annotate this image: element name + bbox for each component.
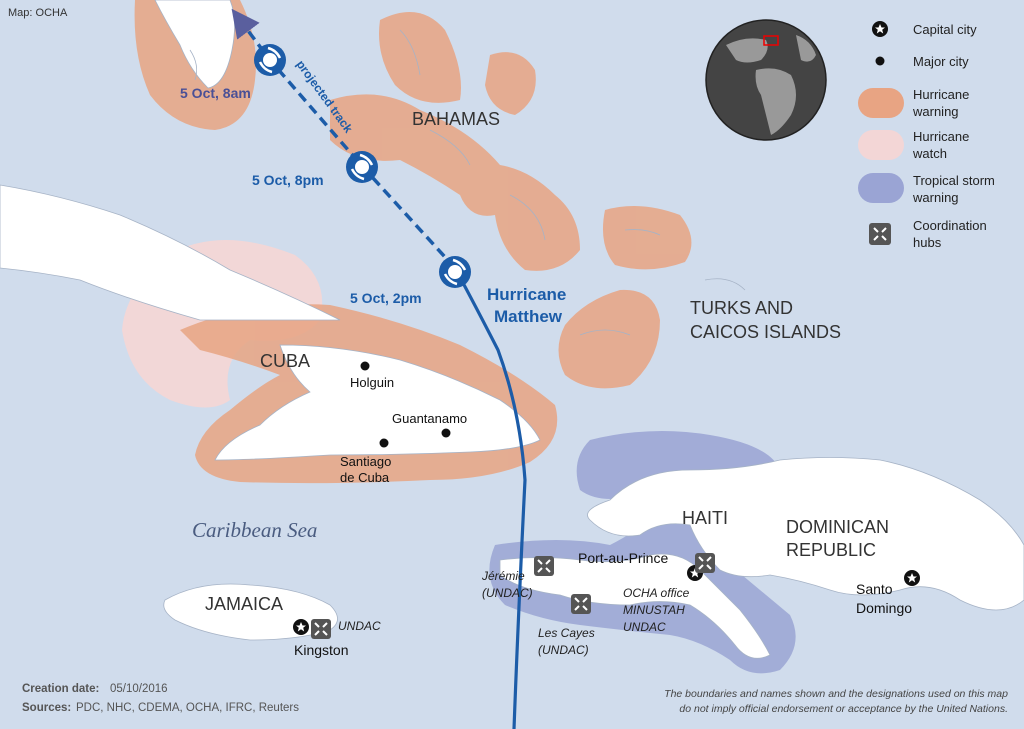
land-haiti-south: [499, 553, 771, 659]
city-santo-domingo-line2: Domingo: [856, 600, 912, 616]
hub-jeremie-line1: Jérémie: [481, 569, 525, 583]
legend-watch-swatch: [858, 130, 904, 160]
legend-hub-icon: [869, 223, 891, 245]
cities: Holguin Guantanamo Santiago de Cuba Port…: [293, 361, 920, 658]
hub-ocha-line1: OCHA office: [623, 586, 690, 600]
island-bahamas-2: [429, 129, 471, 166]
hub-icon-port-au-prince: [695, 553, 715, 573]
hurricane-track: [231, 8, 527, 729]
sources-label: Sources:: [22, 702, 71, 714]
island-bahamas-3: [509, 194, 546, 241]
legend-warning-swatch: [858, 88, 904, 118]
hub-icon-les-cayes: [571, 594, 591, 614]
hurricane-name-line1: Hurricane: [487, 285, 566, 304]
city-holguin: Holguin: [350, 375, 394, 390]
island-caicos: [579, 329, 631, 336]
legend-major-label: Major city: [913, 54, 969, 69]
city-kingston: Kingston: [294, 642, 348, 658]
hurricane-name-line2: Matthew: [494, 307, 563, 326]
hub-ocha-line2: MINUSTAH: [623, 603, 685, 617]
legend-hubs-line1: Coordination: [913, 218, 987, 233]
hurricane-icon-2pm: [439, 256, 471, 288]
hurricane-icon-8am: [254, 44, 286, 76]
city-dot-santiago: [379, 438, 389, 448]
sources-value: PDC, NHC, CDEMA, OCHA, IFRC, Reuters: [76, 702, 299, 714]
small-islands: [189, 29, 746, 336]
hurricane-positions: [254, 44, 471, 288]
warning-zone-bahamas-southeast: [602, 206, 692, 270]
hurricane-icon-8pm: [346, 151, 378, 183]
island-andros: [189, 49, 198, 81]
footer: Creation date: 05/10/2016 Sources: PDC, …: [22, 683, 1008, 715]
legend-capital-star-icon: [872, 21, 888, 37]
label-caribbean-sea: Caribbean Sea: [192, 518, 317, 542]
legend-hubs-line2: hubs: [913, 235, 942, 250]
region-labels: Map: OCHA BAHAMAS TURKS AND CAICOS ISLAN…: [8, 7, 889, 614]
hub-ocha-line3: UNDAC: [623, 620, 666, 634]
land-cuba-west: [0, 184, 341, 321]
land-cuba-east: [214, 344, 541, 461]
hub-kingston-undac: UNDAC: [338, 619, 381, 633]
creation-date-label: Creation date:: [22, 683, 99, 695]
label-haiti: HAITI: [682, 508, 728, 528]
legend-tropical-swatch: [858, 173, 904, 203]
island-bahamas-4: [624, 229, 661, 236]
warning-zone-bahamas-north: [379, 12, 461, 103]
legend-tropical-line2: warning: [912, 190, 959, 205]
legend-watch-line1: Hurricane: [913, 129, 969, 144]
city-santo-domingo-line1: Santo: [856, 581, 893, 597]
hub-les-cayes-line2: (UNDAC): [538, 643, 589, 657]
capital-star-icon-santo-domingo: [904, 570, 920, 586]
city-guantanamo: Guantanamo: [392, 411, 467, 426]
coordination-hubs: Jérémie (UNDAC) Les Cayes (UNDAC) OCHA o…: [311, 553, 715, 657]
warning-zone-turks: [558, 289, 660, 389]
map-credit: Map: OCHA: [8, 7, 68, 19]
label-dr-line1: DOMINICAN: [786, 517, 889, 537]
actual-track-line: [453, 267, 527, 729]
capital-star-icon-kingston: [293, 619, 309, 635]
legend: Capital city Major city Hurricane warnin…: [858, 21, 995, 250]
track-label-8pm: 5 Oct, 8pm: [252, 172, 324, 188]
label-bahamas: BAHAMAS: [412, 109, 500, 129]
city-port-au-prince: Port-au-Prince: [578, 550, 668, 566]
label-cuba: CUBA: [260, 351, 310, 371]
island-bahamas-1: [399, 29, 421, 76]
hub-icon-jeremie: [534, 556, 554, 576]
legend-capital-label: Capital city: [913, 22, 977, 37]
track-label-8am: 5 Oct, 8am: [180, 85, 251, 101]
track-label-2pm: 5 Oct, 2pm: [350, 290, 422, 306]
creation-date-value: 05/10/2016: [110, 683, 168, 695]
hub-jeremie-line2: (UNDAC): [482, 586, 533, 600]
legend-watch-line2: watch: [912, 146, 947, 161]
inset-globe: [705, 19, 827, 141]
label-turks-line1: TURKS AND: [690, 298, 793, 318]
city-dot-guantanamo: [441, 428, 451, 438]
projected-track-line: [231, 8, 457, 270]
hub-les-cayes-line1: Les Cayes: [538, 626, 595, 640]
warning-zone-bahamas-center: [330, 94, 580, 271]
warning-zone-bahamas-east: [485, 52, 536, 115]
legend-tropical-line1: Tropical storm: [913, 173, 995, 188]
disclaimer-line1: The boundaries and names shown and the d…: [664, 688, 1008, 700]
label-turks-line2: CAICOS ISLANDS: [690, 322, 841, 342]
city-dot-holguin: [360, 361, 370, 371]
legend-warning-line1: Hurricane: [913, 87, 969, 102]
disclaimer-line2: do not imply official endorsement or acc…: [679, 703, 1008, 715]
city-santiago-line2: de Cuba: [340, 470, 390, 485]
island-turks: [704, 278, 746, 291]
city-santiago-line1: Santiago: [340, 454, 391, 469]
label-jamaica: JAMAICA: [205, 594, 283, 614]
label-dr-line2: REPUBLIC: [786, 540, 876, 560]
legend-major-city-dot: [875, 56, 885, 66]
hub-icon-kingston: [311, 619, 331, 639]
legend-warning-line2: warning: [912, 104, 959, 119]
